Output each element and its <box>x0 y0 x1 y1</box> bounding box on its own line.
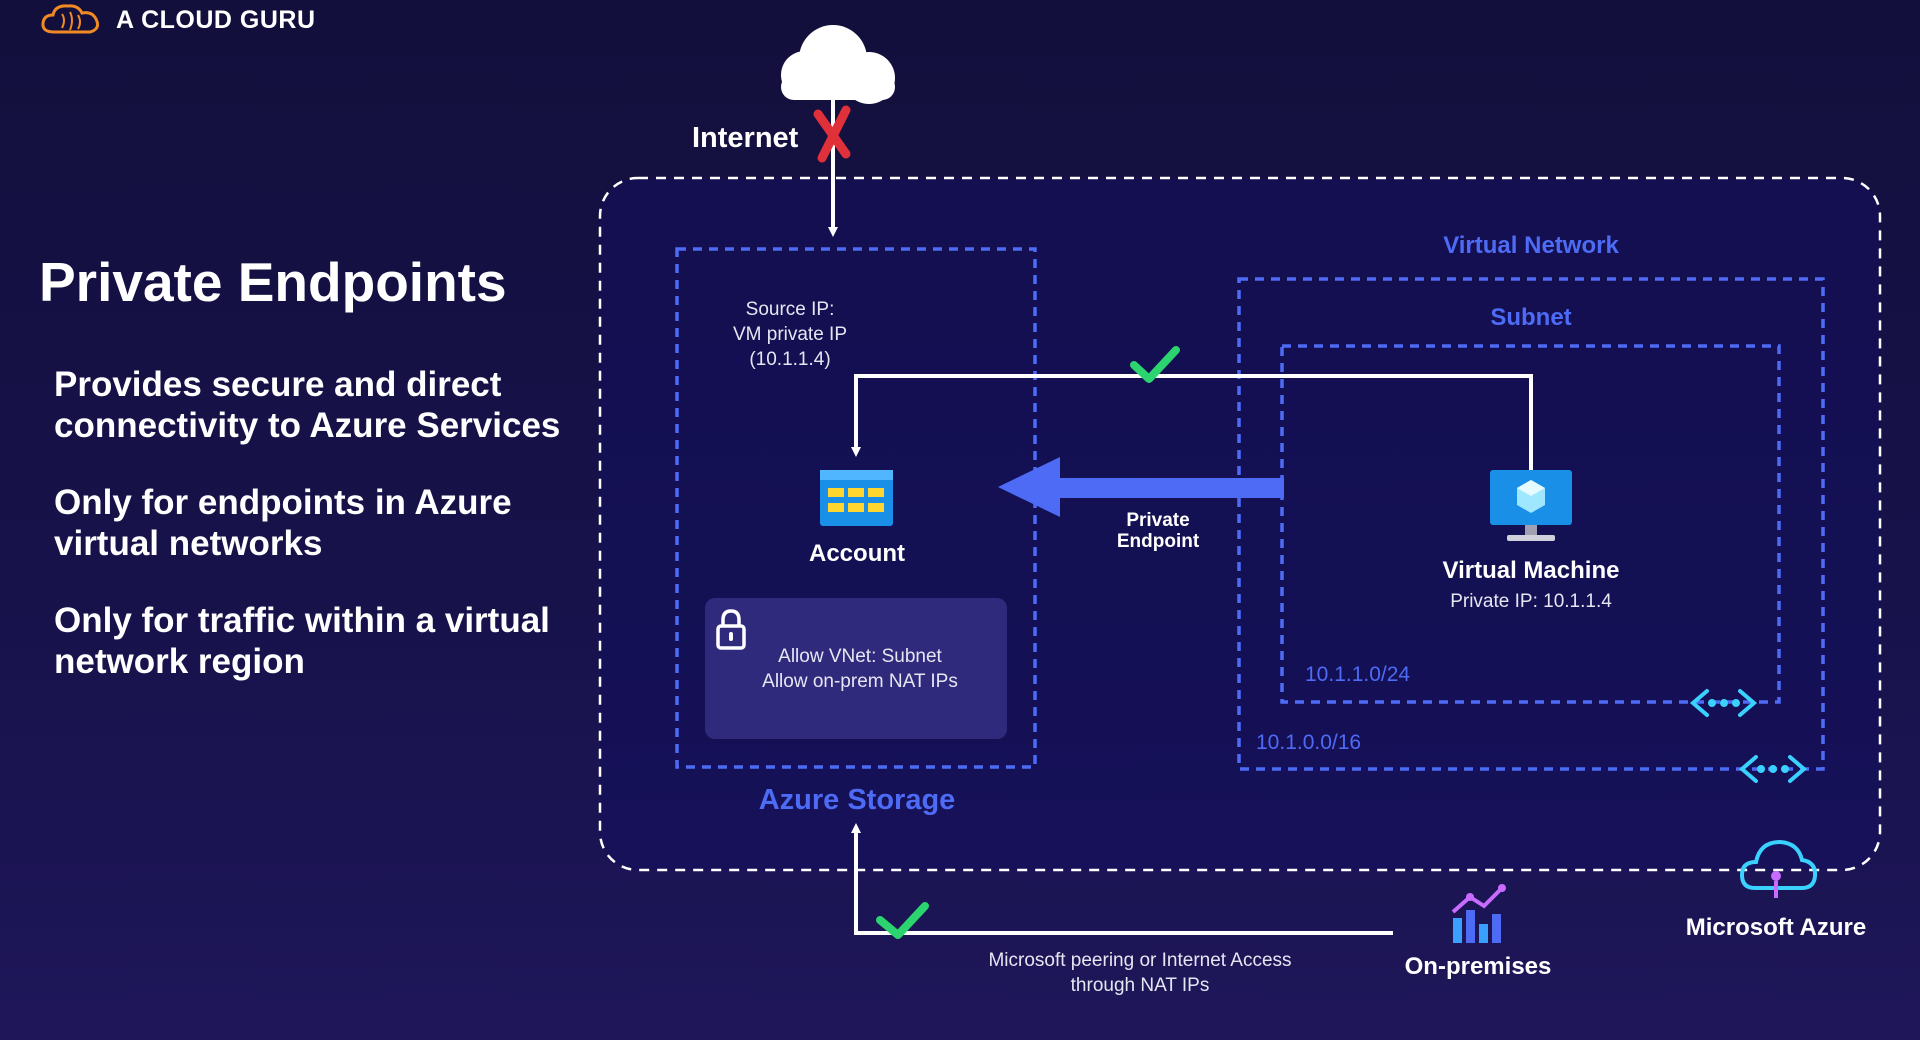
lock-icon <box>716 609 746 650</box>
azure-cloud-icon <box>1739 839 1818 898</box>
subnet-cidr: 10.1.1.0/24 <box>1305 663 1411 686</box>
slide-title: Private Endpoints <box>39 251 507 313</box>
private-endpoint-label: Private Endpoint <box>1116 510 1200 552</box>
firewall-rule-text: Allow VNet: Subnet Allow on-prem NAT IPs <box>762 646 958 692</box>
azure-storage-label: Azure Storage <box>758 784 956 816</box>
source-ip-note: Source IP: VM private IP (10.1.1.4) <box>732 299 848 370</box>
storage-account-icon <box>820 470 893 526</box>
vm-to-account-path <box>851 374 1533 470</box>
virtual-network-label: Virtual Network <box>1443 232 1619 259</box>
brand-logo: A CLOUD GURU <box>40 2 316 38</box>
brand-name: A CLOUD GURU <box>116 5 316 34</box>
on-premises-chart-icon <box>1451 884 1506 943</box>
bullet-item: Only for endpoints in Azure virtual netw… <box>54 483 512 563</box>
peering-connector-icon <box>1738 755 1808 783</box>
peering-note: Microsoft peering or Internet Access thr… <box>988 950 1292 996</box>
check-icon <box>1130 346 1180 383</box>
on-premises-label: On-premises <box>1404 953 1552 980</box>
virtual-machine-label: Virtual Machine <box>1442 557 1620 584</box>
private-endpoint-arrow <box>998 457 1284 517</box>
vnet-cidr: 10.1.0.0/16 <box>1256 731 1362 754</box>
account-label: Account <box>809 540 905 567</box>
cloud-brain-logo-icon <box>41 4 99 34</box>
vm-private-ip: Private IP: 10.1.1.4 <box>1450 591 1612 612</box>
azure-storage-boundary <box>675 247 1037 769</box>
virtual-machine-icon <box>1490 470 1572 541</box>
bullet-item: Only for traffic within a virtual networ… <box>54 601 550 681</box>
bullet-item: Provides secure and direct connectivity … <box>54 365 561 445</box>
blocked-cross-icon <box>813 105 851 163</box>
onprem-to-storage-path <box>851 823 1393 935</box>
subnet-boundary <box>1280 344 1781 704</box>
firewall-rules-panel: Allow VNet: Subnet Allow on-prem NAT IPs <box>705 598 1007 739</box>
subnet-label: Subnet <box>1490 304 1572 331</box>
internet-cloud-icon <box>781 25 895 104</box>
bullet-list: Provides secure and direct connectivity … <box>54 364 574 718</box>
microsoft-azure-label: Microsoft Azure <box>1685 914 1867 941</box>
internet-label: Internet <box>692 122 799 154</box>
peering-connector-icon <box>1689 689 1758 717</box>
check-icon <box>876 902 929 939</box>
virtual-network-boundary <box>1237 277 1825 771</box>
